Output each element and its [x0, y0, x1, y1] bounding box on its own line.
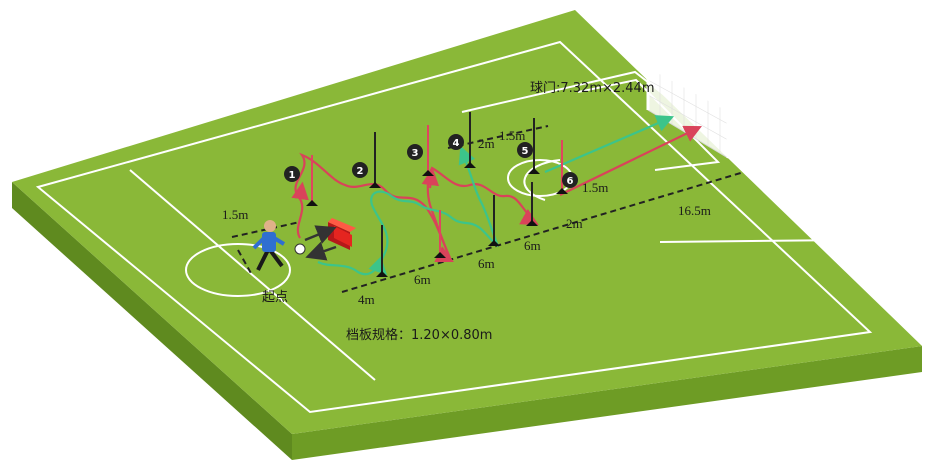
station-markers: 1 2 3 4 5 6	[284, 134, 578, 188]
goal-frame	[646, 63, 730, 158]
distance-label-2m-bottom: 2m	[566, 216, 583, 231]
player-figure	[252, 220, 306, 271]
path-green-goal-arrow	[544, 115, 675, 174]
station-number: 4	[453, 138, 460, 149]
poles	[306, 112, 568, 277]
station-number: 2	[357, 166, 364, 177]
labels: 球门:7.32m×2.44m 1.5m 起点 4m 6m 6m 6m 2m 2m…	[222, 81, 711, 343]
center-circle	[185, 243, 291, 297]
board-spec-label: 档板规格：1.20×0.80m	[346, 327, 492, 343]
halfway-line	[129, 169, 376, 381]
station-marker-6: 6	[562, 172, 578, 188]
station-number: 1	[289, 170, 296, 181]
distance-label-6m-b: 6m	[478, 256, 495, 271]
station-number: 6	[567, 176, 574, 187]
station-marker-3: 3	[407, 144, 423, 160]
distance-label-1-5m-right: 1.5m	[582, 180, 608, 195]
pass-arrows	[304, 225, 337, 261]
station-number: 5	[522, 146, 529, 157]
ball	[294, 243, 306, 255]
station-marker-4: 4	[448, 134, 464, 150]
start-label: 起点	[262, 290, 288, 305]
penalty-area-right	[461, 70, 853, 243]
path-red-goal-arrow	[559, 125, 702, 196]
pitch-surface	[12, 10, 922, 434]
pitch	[12, 10, 922, 460]
distance-label-1-5m-top: 1.5m	[499, 128, 525, 143]
station-marker-2: 2	[352, 162, 368, 178]
path-red	[291, 125, 702, 262]
pitch-left-side	[12, 182, 292, 460]
station-marker-5: 5	[517, 142, 533, 158]
pitch-front-side	[292, 346, 922, 460]
distance-label-6m-c: 6m	[524, 238, 541, 253]
touchline-boundary	[35, 40, 873, 414]
station-marker-1: 1	[284, 166, 300, 182]
distance-label-6m-a: 6m	[414, 272, 431, 287]
goal	[646, 63, 730, 159]
station-number: 3	[412, 148, 419, 159]
goal-size-label: 球门:7.32m×2.44m	[530, 81, 655, 96]
distance-label-16-5m: 16.5m	[678, 203, 711, 218]
distance-label-4m: 4m	[358, 292, 375, 307]
distance-label-2m-top: 2m	[478, 136, 495, 151]
distance-label-1-5m-left: 1.5m	[222, 207, 248, 222]
